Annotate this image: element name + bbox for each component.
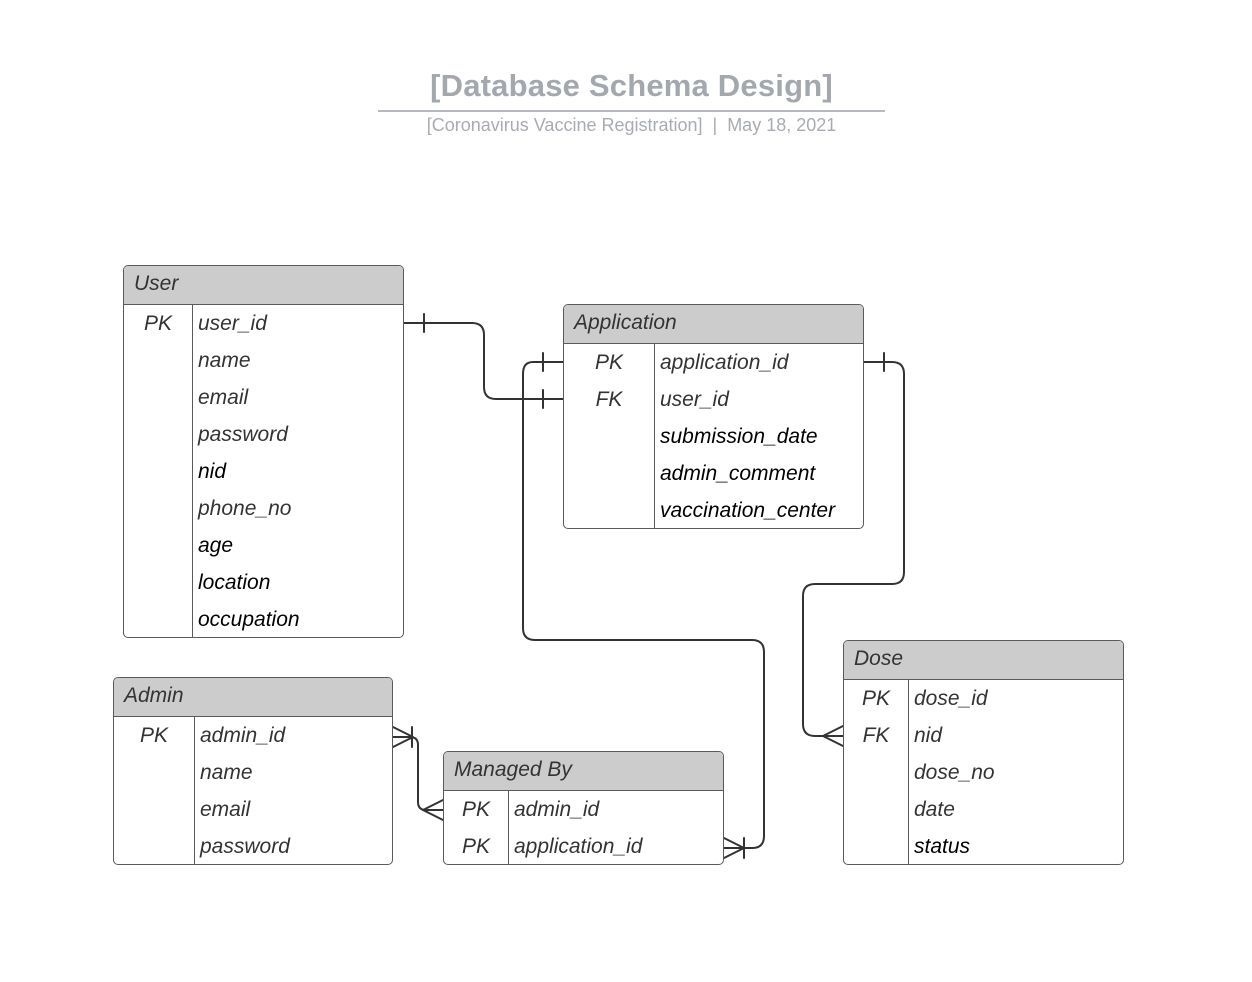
field-row: PK application_id: [564, 344, 863, 381]
rel-user-application-line: [403, 322, 564, 400]
field-name: nid: [198, 459, 227, 483]
entity-title: Dose: [844, 641, 1123, 680]
field-row: status: [844, 828, 1123, 864]
entity-title: Managed By: [444, 752, 723, 791]
field-name: submission_date: [660, 424, 818, 448]
entity-dose[interactable]: Dose PK dose_id FK nid dose_no date status: [843, 640, 1124, 865]
field-name: application_id: [514, 834, 643, 858]
field-name: application_id: [660, 350, 789, 374]
entity-title: Application: [564, 305, 863, 344]
field-name: admin_id: [514, 797, 600, 821]
field-row: submission_date: [564, 418, 863, 455]
rel-application-managedby-line: [522, 361, 765, 849]
field-name: status: [914, 834, 971, 858]
rel-admin-end-many: [392, 726, 414, 748]
field-row: age: [124, 527, 403, 564]
field-name: phone_no: [198, 496, 292, 520]
field-row: PK application_id: [444, 828, 723, 864]
field-row: password: [124, 416, 403, 453]
title-divider: [378, 110, 885, 112]
key-label: PK: [861, 686, 890, 710]
entity-application[interactable]: Application PK application_id FK user_id s…: [563, 304, 864, 529]
field-name: location: [198, 570, 271, 594]
diagram-subtitle: [Coronavirus Vaccine Registration] | May…: [426, 115, 837, 135]
field-name: name: [198, 348, 251, 372]
field-row: name: [114, 754, 392, 791]
field-row: email: [124, 379, 403, 416]
field-name: name: [200, 760, 253, 784]
field-row: dose_no: [844, 754, 1123, 791]
field-row: nid: [124, 453, 403, 490]
diagram-title: [Database Schema Design]: [430, 68, 833, 103]
field-name: admin_comment: [660, 461, 816, 485]
field-row: name: [124, 342, 403, 379]
field-name: nid: [914, 723, 943, 747]
field-name: password: [200, 834, 290, 858]
field-name: user_id: [198, 311, 267, 335]
field-row: date: [844, 791, 1123, 828]
entity-managed-by[interactable]: Managed By PK admin_id PK application_id: [443, 751, 724, 865]
key-label: PK: [143, 311, 172, 335]
field-row: FK nid: [844, 717, 1123, 754]
field-row: password: [114, 828, 392, 864]
field-row: email: [114, 791, 392, 828]
field-name: date: [914, 797, 955, 821]
field-row: admin_comment: [564, 455, 863, 492]
field-name: age: [198, 533, 234, 557]
entity-title: Admin: [114, 678, 392, 717]
field-name: dose_id: [914, 686, 988, 710]
field-row: PK user_id: [124, 305, 403, 342]
field-row: phone_no: [124, 490, 403, 527]
entity-user[interactable]: User PK user_id name email password nid p…: [123, 265, 404, 638]
key-label: FK: [595, 387, 623, 411]
key-label: PK: [139, 723, 168, 747]
entity-title: User: [124, 266, 403, 305]
rel-dose-end-many: [822, 725, 844, 747]
key-label: PK: [594, 350, 623, 374]
field-row: PK admin_id: [114, 717, 392, 754]
field-row: occupation: [124, 601, 403, 637]
rel-managedby-admin-end-many: [422, 799, 444, 821]
field-name: password: [198, 422, 288, 446]
field-name: admin_id: [200, 723, 286, 747]
key-label: PK: [461, 797, 490, 821]
key-label: FK: [862, 723, 890, 747]
field-row: location: [124, 564, 403, 601]
rel-managedby-end-many: [723, 837, 745, 859]
field-row: vaccination_center: [564, 492, 863, 528]
field-name: user_id: [660, 387, 729, 411]
field-row: PK admin_id: [444, 791, 723, 828]
field-name: dose_no: [914, 760, 995, 784]
entity-admin[interactable]: Admin PK admin_id name email password: [113, 677, 393, 865]
field-row: PK dose_id: [844, 680, 1123, 717]
field-name: vaccination_center: [660, 498, 836, 522]
field-name: email: [198, 385, 249, 409]
rel-admin-managedby-line: [392, 736, 444, 811]
field-name: email: [200, 797, 251, 821]
field-row: FK user_id: [564, 381, 863, 418]
key-label: PK: [461, 834, 490, 858]
rel-application-dose-line: [802, 361, 905, 737]
field-name: occupation: [198, 607, 300, 631]
